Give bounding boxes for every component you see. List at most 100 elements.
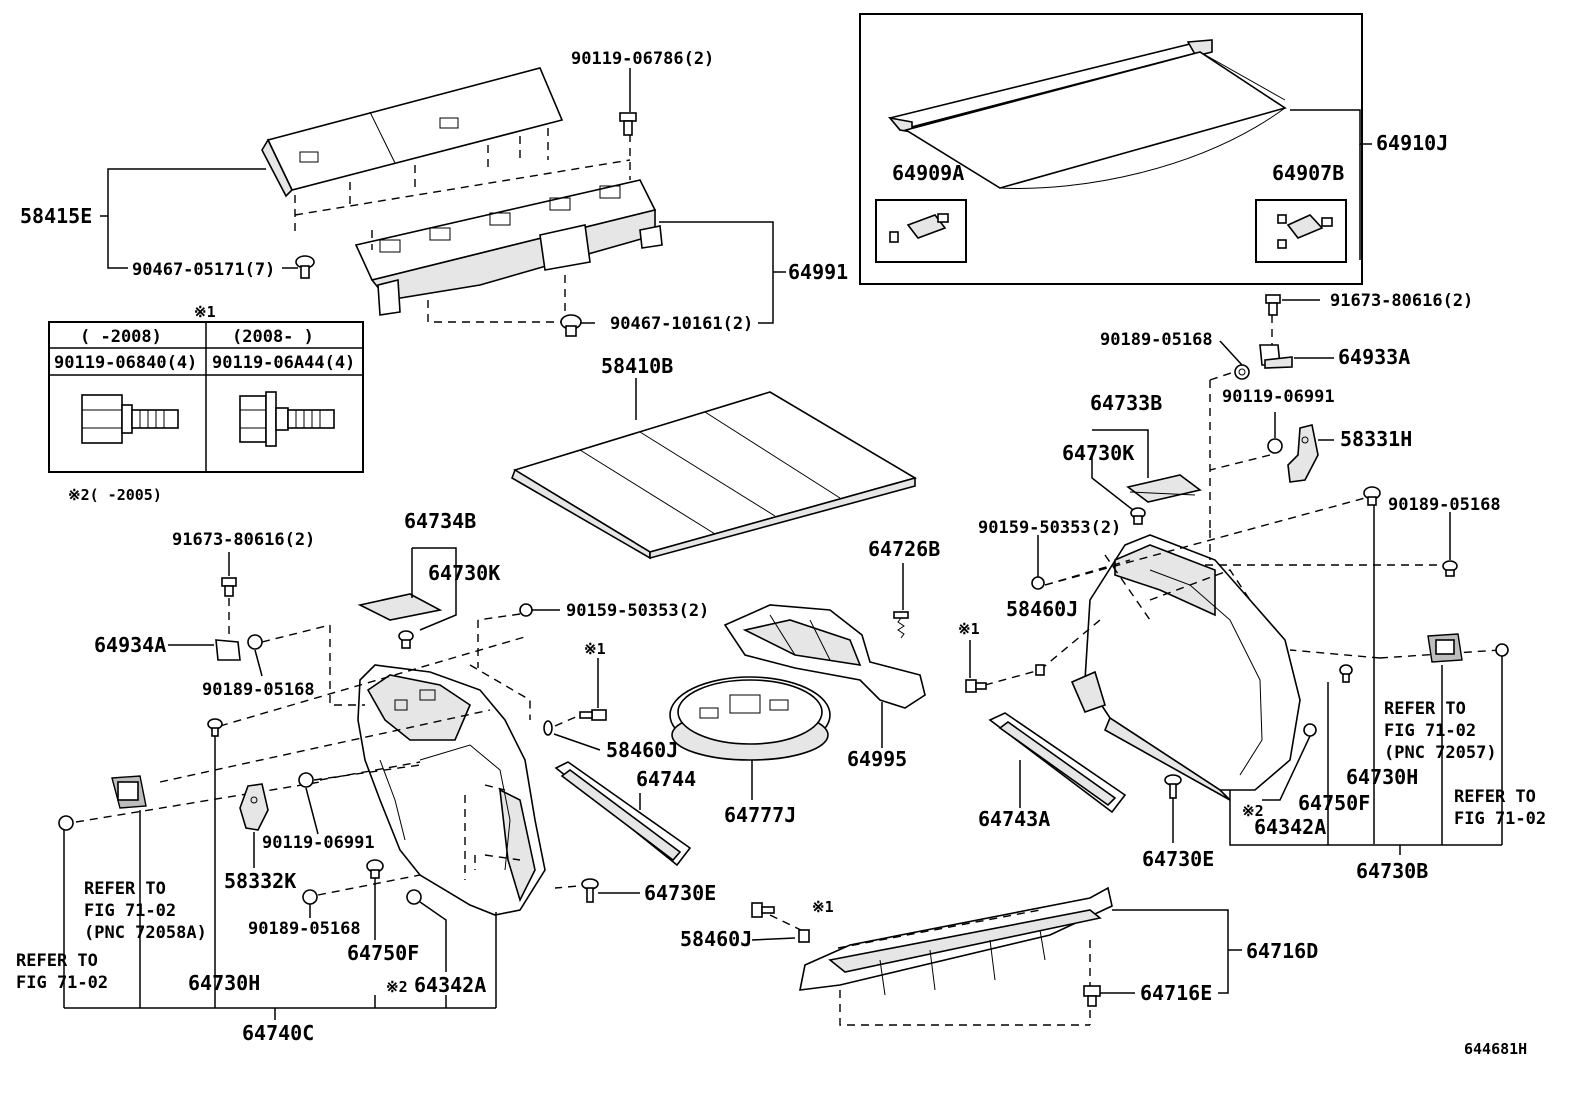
label-64730E-right: 64730E: [1142, 847, 1214, 871]
part-64744-scuff-plate: [554, 761, 692, 867]
nut-icon: [247, 634, 263, 650]
part-64730b-side-trim: [1070, 534, 1301, 801]
label-64730K-left: 64730K: [428, 561, 500, 585]
label-64342A-left: 64342A: [414, 973, 486, 997]
part-64734b-cover: [357, 593, 443, 621]
refer-right-2-line2: FIG 71-02: [1454, 809, 1546, 829]
refer-right-1-line3: (PNC 72057): [1384, 743, 1497, 763]
refer-right-2-line1: REFER TO: [1454, 787, 1536, 807]
table-col1-range: ( -2008): [80, 327, 162, 347]
refer-left-1-line2: FIG 71-02: [84, 901, 176, 921]
label-58460J-bottom: 58460J: [680, 927, 752, 951]
label-64933A: 64933A: [1338, 345, 1410, 369]
refer-left-2-line2: FIG 71-02: [16, 973, 108, 993]
refer-left-1-line1: REFER TO: [84, 879, 166, 899]
label-64750F-right: 64750F: [1298, 791, 1370, 815]
part-58331h-hinge: [1287, 424, 1319, 483]
table-col1-part: 90119-06840(4): [54, 353, 197, 373]
label-64991: 64991: [788, 260, 848, 284]
clip-icon: [1339, 664, 1353, 683]
nut-icon: [298, 772, 314, 788]
label-90189-05168-right-2: 90189-05168: [1388, 495, 1501, 515]
label-91673-80616-left: 91673-80616(2): [172, 530, 315, 550]
refer-right-1-line1: REFER TO: [1384, 699, 1466, 719]
clip-icon: [1363, 486, 1381, 506]
label-90119-06991-left: 90119-06991: [262, 833, 375, 853]
tonneau-cover-group-box: [859, 13, 1363, 285]
label-64716D: 64716D: [1246, 939, 1318, 963]
clip-icon: [1130, 507, 1146, 525]
part-64933a-bracket: [1259, 344, 1293, 369]
bolt-icon: [751, 902, 775, 918]
nut-icon: [406, 889, 422, 905]
clip-icon: [560, 314, 582, 337]
part-64991-panel: [354, 179, 663, 316]
bracket-icon: [1277, 214, 1333, 249]
table-col2-part: 90119-06A44(4): [212, 353, 355, 373]
part-64716d-sill-plate: [798, 886, 1113, 996]
nut-icon: [1267, 438, 1283, 454]
label-64740C: 64740C: [242, 1021, 314, 1045]
label-64730E-left: 64730E: [644, 881, 716, 905]
part-64743a-scuff-plate: [988, 712, 1127, 814]
clip-icon: [366, 859, 384, 879]
table-mark-1: ※1: [194, 303, 216, 321]
clip-icon: [1035, 664, 1045, 676]
label-64910J: 64910J: [1376, 131, 1448, 155]
label-90119-06786: 90119-06786(2): [571, 49, 714, 69]
nut-icon: [302, 889, 318, 905]
label-90467-10161: 90467-10161(2): [610, 314, 753, 334]
part-64910j-tonneau-cover: [887, 39, 1287, 189]
nut-icon: [1303, 723, 1317, 737]
mark-1-bottom: ※1: [812, 898, 834, 916]
label-90159-50353-left: 90159-50353(2): [566, 601, 709, 621]
nut-icon: [1031, 576, 1045, 590]
part-64733b-cover: [1126, 474, 1202, 503]
label-90119-06991-right: 90119-06991: [1222, 387, 1335, 407]
label-64744: 64744: [636, 767, 696, 791]
label-64730H-left: 64730H: [188, 971, 260, 995]
label-64995: 64995: [847, 747, 907, 771]
clip-icon: [1442, 560, 1458, 577]
bolt-icon: [1265, 294, 1281, 316]
clip-icon: [207, 718, 223, 737]
label-90467-05171: 90467-05171(7): [132, 260, 275, 280]
bolt-icon: [1083, 985, 1101, 1007]
clip-icon: [398, 630, 414, 649]
label-58415E: 58415E: [20, 204, 92, 228]
label-64934A: 64934A: [94, 633, 166, 657]
bolt-icon: [965, 679, 987, 693]
bracket-icon: [889, 213, 949, 243]
refer-left-2-line1: REFER TO: [16, 951, 98, 971]
mark-1-right: ※1: [958, 620, 980, 638]
label-64730H-right: 64730H: [1346, 765, 1418, 789]
screw-icon: [893, 611, 909, 639]
label-90189-05168-left-2: 90189-05168: [248, 919, 361, 939]
bolt-icon: [579, 709, 607, 721]
label-58332K: 58332K: [224, 869, 296, 893]
refer-right-1-line2: FIG 71-02: [1384, 721, 1476, 741]
note-2: ※2( -2005): [68, 486, 162, 504]
label-64743A: 64743A: [978, 807, 1050, 831]
bolt-icon: [221, 577, 237, 597]
label-64909A: 64909A: [892, 161, 964, 185]
clip-icon: [581, 878, 599, 903]
label-58410B: 58410B: [601, 354, 673, 378]
label-58331H: 58331H: [1340, 427, 1412, 451]
label-64733B: 64733B: [1090, 391, 1162, 415]
part-64934a-bracket: [215, 639, 241, 661]
label-90189-05168-right-1: 90189-05168: [1100, 330, 1213, 350]
mark-1-center: ※1: [584, 640, 606, 658]
label-64726B: 64726B: [868, 537, 940, 561]
label-64730B: 64730B: [1356, 859, 1428, 883]
label-91673-80616-right: 91673-80616(2): [1330, 291, 1473, 311]
nut-icon: [1234, 364, 1250, 380]
part-58332k-hinge: [239, 783, 269, 831]
clip-icon: [1164, 774, 1182, 799]
clip-icon: [295, 255, 315, 279]
mark-2-left: ※2: [386, 978, 408, 996]
label-58460J-right: 58460J: [1006, 597, 1078, 621]
part-64777j-spare-tire-tray: [669, 676, 831, 761]
